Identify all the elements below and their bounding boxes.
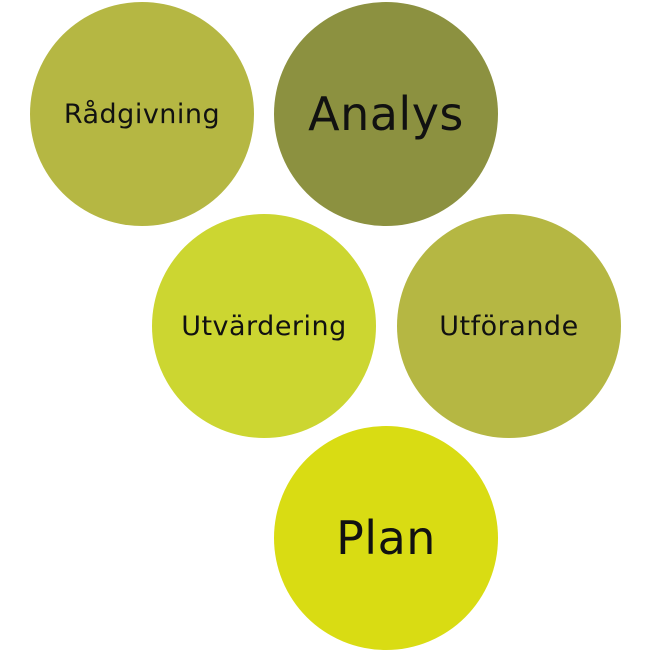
circle-radgivning: Rådgivning (30, 2, 254, 226)
circle-analys: Analys (274, 2, 498, 226)
label-radgivning: Rådgivning (63, 98, 221, 130)
circle-utforande: Utförande (397, 214, 621, 438)
label-plan: Plan (336, 511, 436, 565)
circle-utvardering: Utvärdering (152, 214, 376, 438)
label-utforande: Utförande (439, 310, 579, 342)
label-analys: Analys (308, 87, 464, 141)
label-utvardering: Utvärdering (181, 310, 347, 342)
circle-plan: Plan (274, 426, 498, 650)
